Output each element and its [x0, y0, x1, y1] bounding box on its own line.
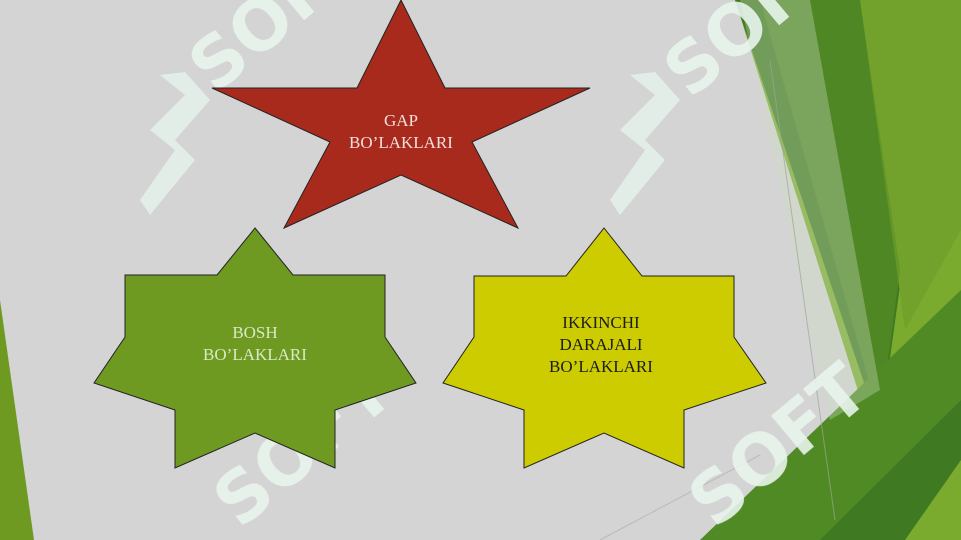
- left-edge-stripe: [0, 300, 34, 540]
- star-gap-line2: BO’LAKLARI: [349, 133, 453, 152]
- right-decoration: [599, 0, 961, 540]
- logo-mark: [610, 72, 680, 215]
- star-ikkinchi-line1: IKKINCHI: [562, 313, 640, 332]
- star-ikkinchi-line3: BO’LAKLARI: [549, 357, 653, 376]
- star-ikkinchi-label: IKKINCHI DARAJALI BO’LAKLARI: [501, 312, 701, 378]
- star-bosh: [93, 227, 417, 469]
- star-bosh-label: BOSH BO’LAKLARI: [155, 322, 355, 366]
- star-bosh-line1: BOSH: [232, 323, 278, 342]
- star-gap-label: GAP BO’LAKLARI: [301, 110, 501, 154]
- star-ikkinchi: [442, 227, 767, 469]
- star-bosh-line2: BO’LAKLARI: [203, 345, 307, 364]
- logo-mark: [140, 72, 210, 215]
- star-ikkinchi-line2: DARAJALI: [559, 335, 643, 354]
- star-gap: [211, 0, 591, 230]
- star-gap-line1: GAP: [383, 111, 418, 130]
